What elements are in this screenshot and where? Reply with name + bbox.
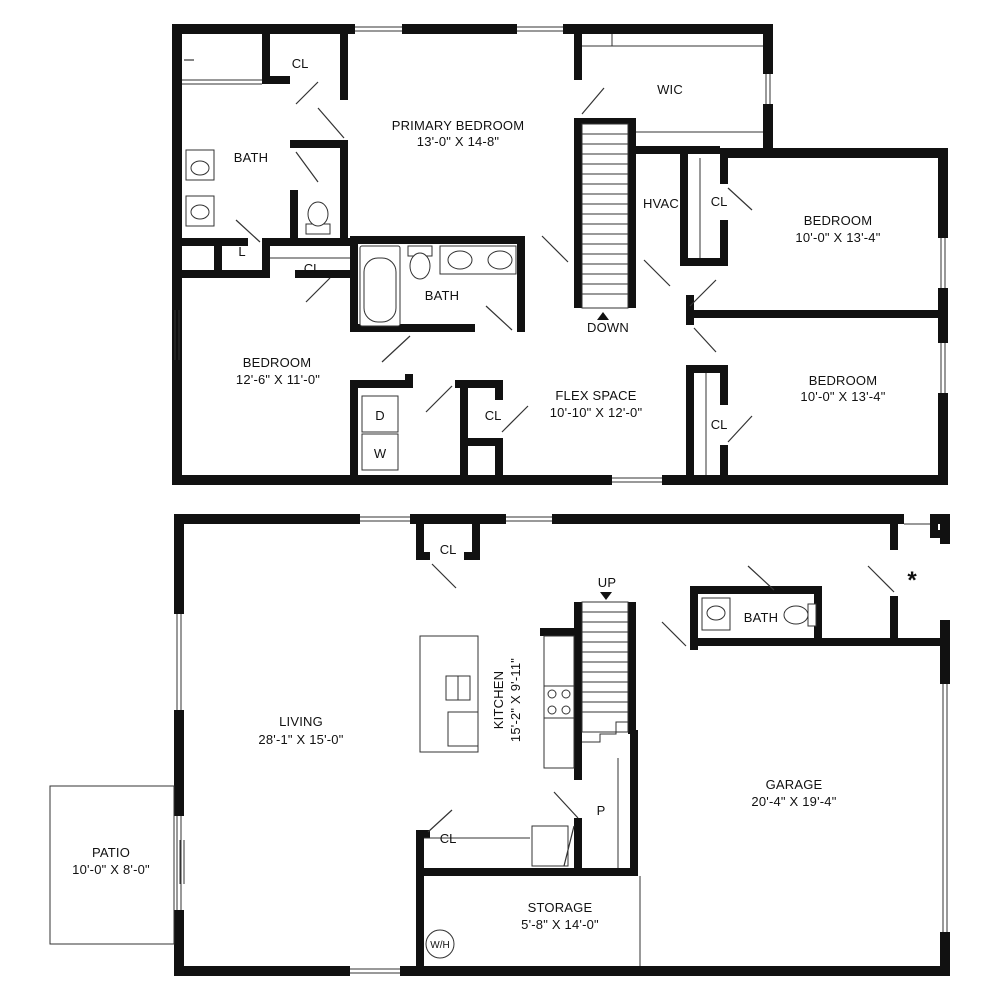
bedroom-right-bottom-dim: 10'-0" X 13'-4" [800, 389, 885, 404]
garage-label: GARAGE [766, 777, 823, 792]
patio-dim: 10'-0" X 8'-0" [72, 862, 150, 877]
primary-bedroom-dim: 13'-0" X 14-8" [417, 134, 500, 149]
bedroom-right-top-closet-label: CL [711, 194, 728, 209]
bedroom-left-dim: 12'-6" X 11'-0" [236, 372, 320, 387]
lower-floor [49, 514, 950, 976]
entry-closet-label: CL [440, 831, 457, 846]
garage-bath-label: BATH [744, 610, 779, 625]
flex-space-label: FLEX SPACE [555, 388, 636, 403]
kitchen-dim: 15'-2" X 9'-11" [508, 658, 523, 742]
flex-space-dim: 10'-10" X 12'-0" [550, 405, 643, 420]
hall-closet-label: CL [304, 261, 321, 276]
down-arrow-icon [597, 312, 609, 320]
mechanical-asterisk-icon: * [907, 567, 917, 594]
primary-bath-label: BATH [234, 150, 269, 165]
washer-label: W [374, 446, 387, 461]
garage-dim: 20'-4" X 19'-4" [751, 794, 836, 809]
hall-bath-label: BATH [425, 288, 460, 303]
up-arrow-icon [600, 592, 612, 600]
kitchen-label: KITCHEN [491, 671, 506, 729]
stair-up-label: UP [598, 575, 616, 590]
wic-label: WIC [657, 82, 683, 97]
living-closet-label: CL [440, 542, 457, 557]
storage-dim: 5'-8" X 14'-0" [521, 917, 599, 932]
bedroom-right-top-label: BEDROOM [804, 213, 873, 228]
linen-closet-label: L [238, 244, 245, 259]
water-heater-label: W/H [430, 940, 449, 951]
living-label: LIVING [279, 714, 323, 729]
upper-floor [172, 24, 948, 485]
lower-stair-treads [581, 601, 629, 733]
primary-closet-label: CL [292, 56, 309, 71]
living-dim: 28'-1" X 15'-0" [258, 732, 343, 747]
dryer-label: D [375, 408, 384, 423]
bedroom-right-bottom-closet-label: CL [711, 417, 728, 432]
bedroom-right-bottom-label: BEDROOM [809, 373, 878, 388]
bedroom-right-top-dim: 10'-0" X 13'-4" [795, 230, 880, 245]
primary-bedroom-label: PRIMARY BEDROOM [392, 118, 525, 133]
storage-label: STORAGE [528, 900, 593, 915]
upper-stair-treads [581, 123, 629, 309]
patio-label: PATIO [92, 845, 130, 860]
flex-closet-label: CL [485, 408, 502, 423]
hvac-label: HVAC [643, 196, 679, 211]
bedroom-left-label: BEDROOM [243, 355, 312, 370]
pantry-label: P [597, 803, 606, 818]
stair-down-label: DOWN [587, 320, 629, 335]
